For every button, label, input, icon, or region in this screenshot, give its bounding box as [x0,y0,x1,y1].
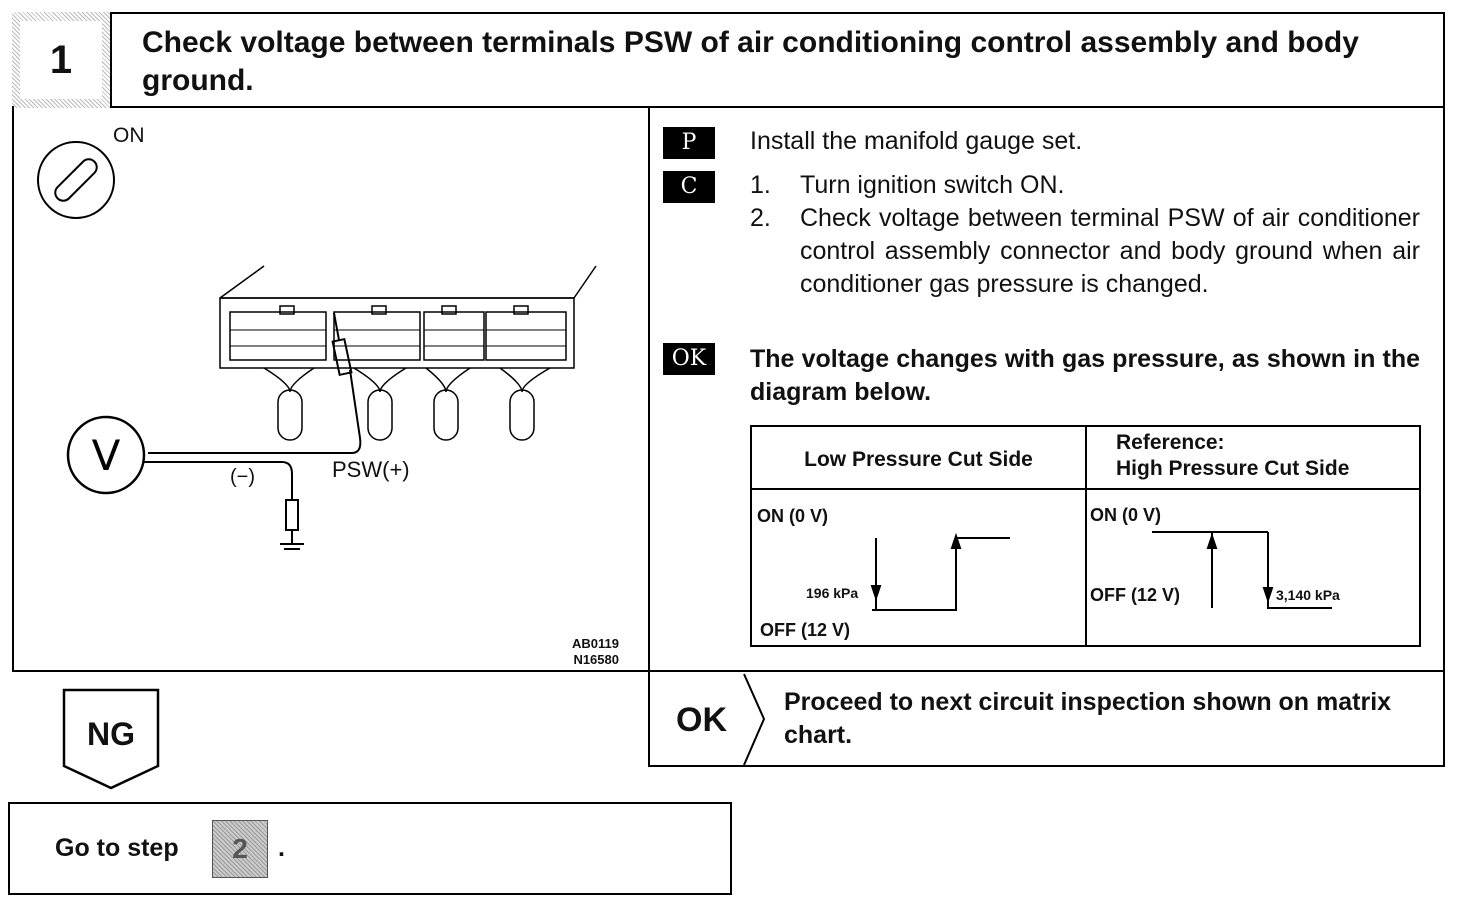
ground-lead [144,461,299,544]
high-threshold-label: 3,140 kPa [1276,587,1340,603]
check-step-number: 2. [750,204,771,232]
ok-action-text: Proceed to next circuit inspection shown… [784,688,1392,749]
wiring-diagram: V [37,141,597,550]
procedure-body [12,106,1445,672]
ground-icon [280,543,304,550]
high-pressure-header-line: High Pressure Cut Side [1116,457,1350,480]
check-step-number: 1. [750,171,771,199]
goto-suffix: . [278,834,285,862]
high-pressure-header: Reference: High Pressure Cut Side [1116,430,1349,482]
ok-criteria-text: The voltage changes with gas pressure, a… [750,345,1420,406]
high-pressure-graph [1152,531,1332,609]
check-step-text: Turn ignition switch ON. [800,171,1065,199]
prep-tag: P [663,127,715,159]
goto-step-link[interactable]: 2 [212,820,268,878]
check-steps: 1. Turn ignition switch ON. 2. Check vol… [750,169,1420,301]
ignition-on-label: ON [113,124,145,147]
step-title: Check voltage between terminals PSW of a… [142,26,1359,97]
ok-result-box [648,670,1445,767]
ignition-key-icon [37,141,115,219]
voltmeter-label: V [92,431,121,480]
high-off-label: OFF (12 V) [1090,585,1181,605]
step-number-box: 1 [12,12,112,108]
ng-badge [62,688,160,790]
figure-codes: AB0119 N16580 [572,636,619,668]
low-pressure-graph [870,532,1010,611]
low-threshold-label: 196 kPa [806,585,859,601]
high-on-label: ON (0 V) [1090,505,1162,525]
goto-prefix: Go to step [55,834,179,862]
check-step: 2. Check voltage between terminal PSW of… [750,202,1420,301]
ok-label: OK [676,701,727,739]
step-number: 1 [20,21,102,99]
switch-characteristic-graphs [870,531,1332,611]
high-pressure-header-line: Reference: [1116,431,1225,454]
prep-text: Install the manifold gauge set. [750,127,1083,155]
check-step: 1. Turn ignition switch ON. [750,169,1420,202]
figure-code: N16580 [573,652,619,667]
low-on-label: ON (0 V) [757,506,829,526]
ok-tag: OK [663,343,715,375]
ng-label: NG [87,716,135,752]
low-pressure-header: Low Pressure Cut Side [804,448,1033,471]
probe-icon [148,312,362,454]
figure-code: AB0119 [572,636,619,651]
connector-icon [219,265,597,441]
check-step-text: Check voltage between terminal PSW of ai… [800,204,1420,298]
goto-step-box [8,802,732,895]
psw-probe-label: PSW(+) [332,457,410,482]
check-tag: C [663,171,715,203]
negative-lead-label: (−) [230,466,255,488]
ok-arrow-divider [743,673,766,766]
low-off-label: OFF (12 V) [760,620,851,640]
table-divider [1085,425,1087,647]
voltmeter-icon [66,415,146,495]
table-header-rule [750,488,1421,490]
column-divider [648,106,650,766]
